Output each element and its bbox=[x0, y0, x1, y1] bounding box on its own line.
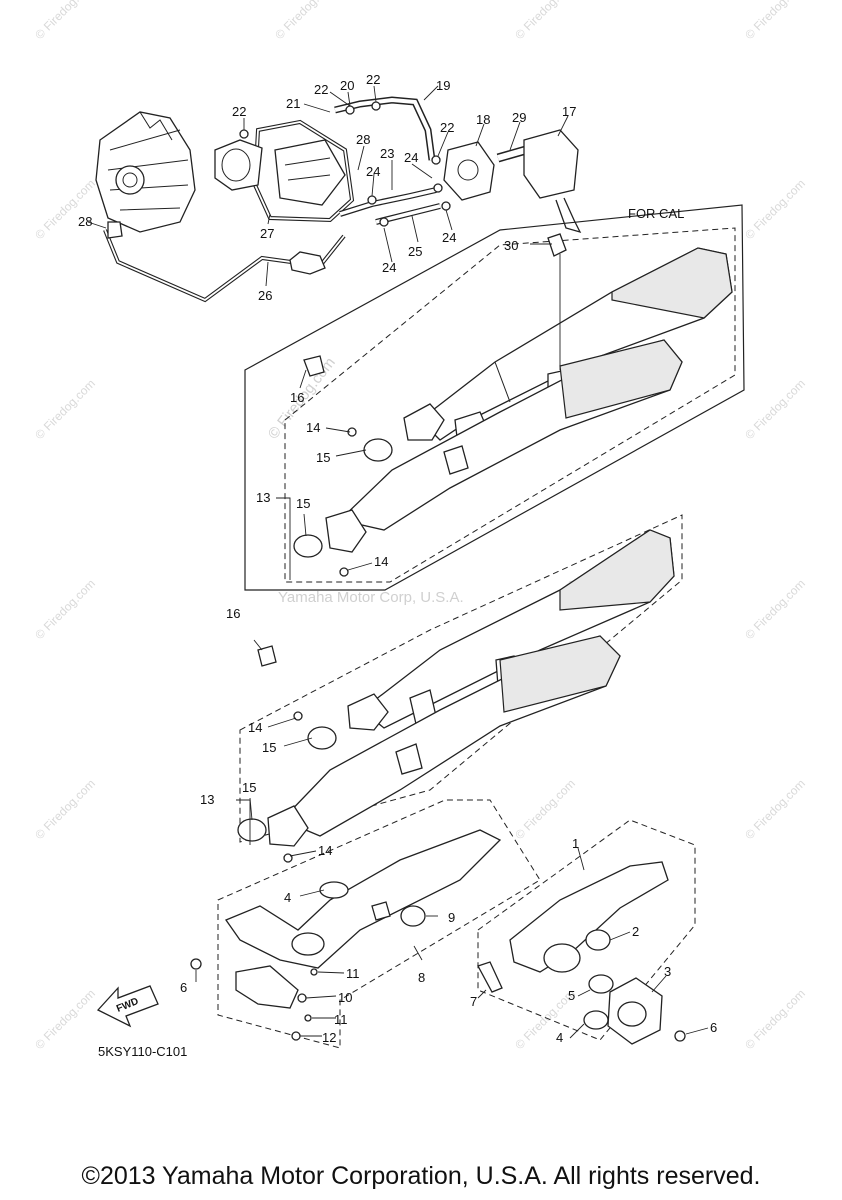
callout-17: 17 bbox=[562, 104, 576, 119]
gasket-4-lower bbox=[583, 1010, 609, 1030]
callout-24: 24 bbox=[404, 150, 418, 165]
watermark-text: © Firedog.com bbox=[32, 776, 98, 842]
callout-24: 24 bbox=[442, 230, 456, 245]
diagram-code: 5KSY110-C101 bbox=[98, 1044, 187, 1059]
forward-arrow-icon: FWD bbox=[96, 985, 159, 1028]
watermark-text: © Firedog.com bbox=[742, 176, 808, 242]
callout-1: 1 bbox=[572, 836, 579, 851]
callout-14: 14 bbox=[248, 720, 262, 735]
watermark-text: © Firedog.com bbox=[32, 576, 98, 642]
leader-lines bbox=[87, 85, 709, 1039]
watermark-text: © Firedog.com bbox=[742, 0, 808, 42]
lower-muffler-assy-boundary bbox=[239, 514, 683, 843]
callout-8: 8 bbox=[418, 970, 425, 985]
callout-26: 26 bbox=[258, 288, 272, 303]
callout-15: 15 bbox=[316, 450, 330, 465]
callout-15: 15 bbox=[242, 780, 256, 795]
callout-20: 20 bbox=[340, 78, 354, 93]
callout-9: 9 bbox=[448, 910, 455, 925]
callout-14: 14 bbox=[318, 843, 332, 858]
watermark-text: © Firedog.com bbox=[742, 776, 808, 842]
callout-10: 10 bbox=[338, 990, 352, 1005]
air-induction-group bbox=[95, 96, 582, 303]
callout-15: 15 bbox=[296, 496, 310, 511]
callout-4: 4 bbox=[556, 1030, 563, 1045]
nut-6-left bbox=[190, 958, 202, 970]
callout-23: 23 bbox=[380, 146, 394, 161]
callout-22: 22 bbox=[314, 82, 328, 97]
callout-11: 11 bbox=[334, 1012, 348, 1027]
callout-11: 11 bbox=[346, 966, 360, 981]
pipe-8-boundary bbox=[217, 799, 541, 1049]
callout-27: 27 bbox=[260, 226, 274, 241]
watermark-text: © Firedog.com bbox=[272, 0, 338, 42]
watermark-text: © Firedog.com bbox=[32, 176, 98, 242]
watermark-text: © Firedog.com bbox=[512, 0, 578, 42]
callout-22: 22 bbox=[366, 72, 380, 87]
nut-6-right bbox=[674, 1030, 686, 1042]
callout-6: 6 bbox=[710, 1020, 717, 1035]
callout-16: 16 bbox=[290, 390, 304, 405]
lower-muffler-front bbox=[267, 635, 621, 847]
watermark-corp-text: Yamaha Motor Corp, U.S.A. bbox=[278, 589, 464, 606]
callout-28: 28 bbox=[78, 214, 92, 229]
gasket-4-upper bbox=[319, 881, 349, 899]
callout-19: 19 bbox=[436, 78, 450, 93]
watermark-text: © Firedog.com bbox=[742, 986, 808, 1052]
callout-24: 24 bbox=[366, 164, 380, 179]
for-cal-label: FOR CAL bbox=[628, 206, 684, 221]
callout-5: 5 bbox=[568, 988, 575, 1003]
callout-24: 24 bbox=[382, 260, 396, 275]
callout-13: 13 bbox=[256, 490, 270, 505]
watermark-text: © Firedog.com bbox=[32, 986, 98, 1052]
callout-14: 14 bbox=[374, 554, 388, 569]
callout-18: 18 bbox=[476, 112, 490, 127]
watermark-text: © Firedog.com bbox=[742, 576, 808, 642]
callout-30: 30 bbox=[504, 238, 518, 253]
callout-3: 3 bbox=[664, 964, 671, 979]
callout-6: 6 bbox=[180, 980, 187, 995]
callout-15: 15 bbox=[262, 740, 276, 755]
for-cal-box bbox=[244, 204, 745, 591]
exhaust-pipe-8 bbox=[225, 829, 502, 1009]
callout-7: 7 bbox=[470, 994, 477, 1009]
callout-13: 13 bbox=[200, 792, 214, 807]
callout-25: 25 bbox=[408, 244, 422, 259]
callout-22: 22 bbox=[440, 120, 454, 135]
engine-throttle-body bbox=[95, 111, 196, 233]
callout-21: 21 bbox=[286, 96, 300, 111]
bolt-7 bbox=[477, 961, 503, 993]
callout-29: 29 bbox=[512, 110, 526, 125]
callout-labels: 28 22 27 26 21 22 20 22 19 28 23 24 24 2… bbox=[78, 72, 717, 1045]
callout-14: 14 bbox=[306, 420, 320, 435]
gasket-2 bbox=[585, 929, 611, 951]
gasket-9 bbox=[400, 905, 426, 927]
callout-2: 2 bbox=[632, 924, 639, 939]
lower-muffler-rear bbox=[347, 529, 675, 731]
upper-muffler-front bbox=[325, 339, 683, 553]
callout-28: 28 bbox=[356, 132, 370, 147]
callout-16: 16 bbox=[226, 606, 240, 621]
watermark-text: © Firedog.com bbox=[742, 376, 808, 442]
callout-4: 4 bbox=[284, 890, 291, 905]
callout-12: 12 bbox=[322, 1030, 336, 1045]
gasket-5 bbox=[588, 974, 614, 994]
watermark-text: © Firedog.com bbox=[32, 376, 98, 442]
watermark-text: © Firedog.com bbox=[32, 0, 98, 42]
watermark-text: © Firedog.com bbox=[512, 776, 578, 842]
callout-22: 22 bbox=[232, 104, 246, 119]
exhaust-pipe-1 bbox=[509, 861, 669, 1045]
copyright-notice: ©2013 Yamaha Motor Corporation, U.S.A. A… bbox=[81, 1162, 761, 1190]
